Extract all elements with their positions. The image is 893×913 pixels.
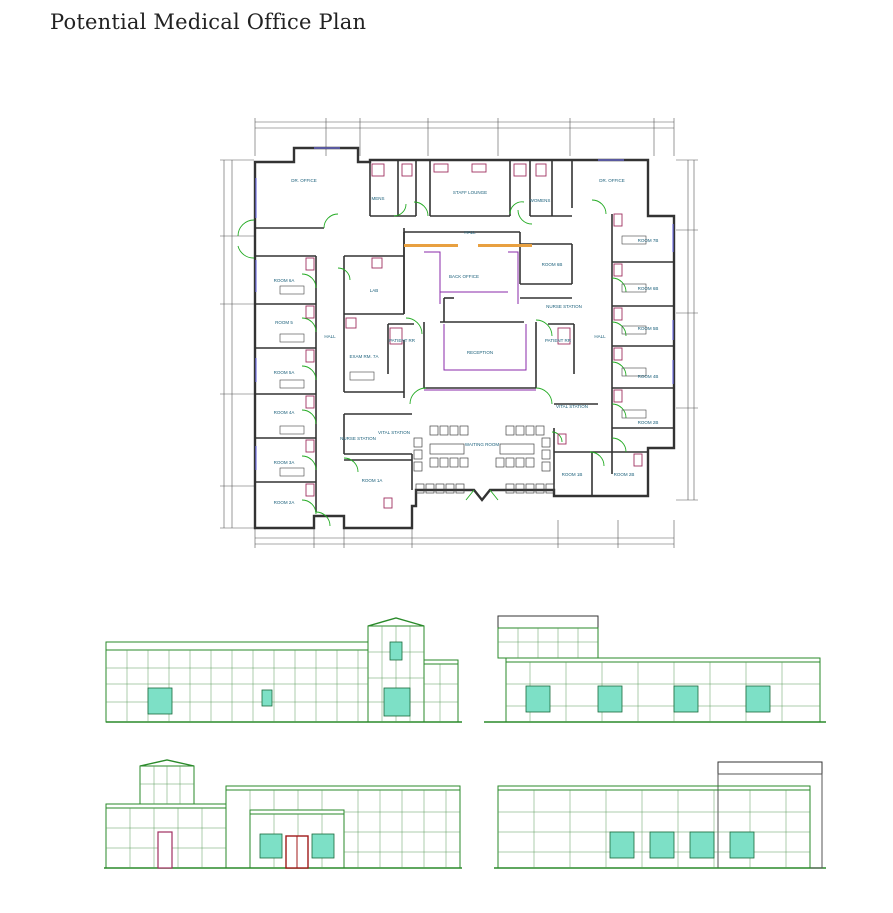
room-label: ROOM 6B	[542, 262, 563, 267]
room-label: ROOM 3A	[274, 460, 295, 465]
side-door	[157, 831, 173, 869]
counters	[424, 251, 536, 391]
page-title: Potential Medical Office Plan	[50, 10, 367, 34]
room-label: ROOM 5B	[638, 326, 659, 331]
room-label: HALL	[594, 334, 606, 339]
room-label: EXAM RM. 7A	[349, 354, 378, 359]
room-label: ROOM 2A	[274, 500, 295, 505]
room-label: BACK OFFICE	[449, 274, 479, 279]
dimension-lines	[220, 118, 698, 548]
room-label: NURSE STATION	[546, 304, 582, 309]
room-label: VITAL STATION	[378, 430, 410, 435]
room-label: PATIENT RR	[545, 338, 572, 343]
room-label: DR. OFFICE	[291, 178, 317, 183]
room-label: HALL	[464, 230, 476, 235]
elevation-front-entry	[104, 759, 462, 869]
room-label: HALL	[324, 334, 336, 339]
room-label: ROOM 6B	[638, 286, 659, 291]
room-label: ROOM 2B	[638, 420, 659, 425]
fixtures	[305, 163, 643, 509]
room-label: ROOM 5A	[274, 370, 295, 375]
room-label: WAITING ROOM	[465, 442, 500, 447]
room-label: MENS	[371, 196, 384, 201]
room-label: VITAL STATION	[556, 404, 588, 409]
elevation-front-left	[105, 617, 462, 723]
room-label: NURSE STATION	[340, 436, 376, 441]
floor-plan-drawing: DR. OFFICE DR. OFFICE MENS STAFF LOUNGE …	[220, 118, 698, 548]
exam-tables	[279, 235, 647, 477]
room-label: ROOM 5	[275, 320, 293, 325]
waiting-chairs	[413, 425, 555, 494]
room-label: ROOM 4A	[274, 410, 295, 415]
room-label: ROOM 7B	[638, 238, 659, 243]
interior-walls	[255, 160, 674, 512]
room-label: DR. OFFICE	[599, 178, 625, 183]
reception-counter-top	[404, 244, 458, 247]
exterior-windows	[255, 147, 674, 470]
elevation-rear	[494, 761, 826, 869]
room-label: ROOM 6A	[274, 278, 295, 283]
room-label: PATIENT RR	[389, 338, 416, 343]
room-label: ROOM 1B	[562, 472, 583, 477]
room-label: WOMENS	[530, 198, 551, 203]
elevation-side-right	[484, 615, 826, 723]
exterior-wall	[253, 146, 676, 530]
room-label: LAB	[370, 288, 379, 293]
room-label: STAFF LOUNGE	[453, 190, 487, 195]
room-label: RECEPTION	[467, 350, 493, 355]
door-swings	[237, 199, 627, 527]
room-label: ROOM 4B	[638, 374, 659, 379]
reception-counter-top	[478, 244, 532, 247]
room-label: ROOM 1A	[362, 478, 383, 483]
room-label: ROOM 2B	[614, 472, 635, 477]
